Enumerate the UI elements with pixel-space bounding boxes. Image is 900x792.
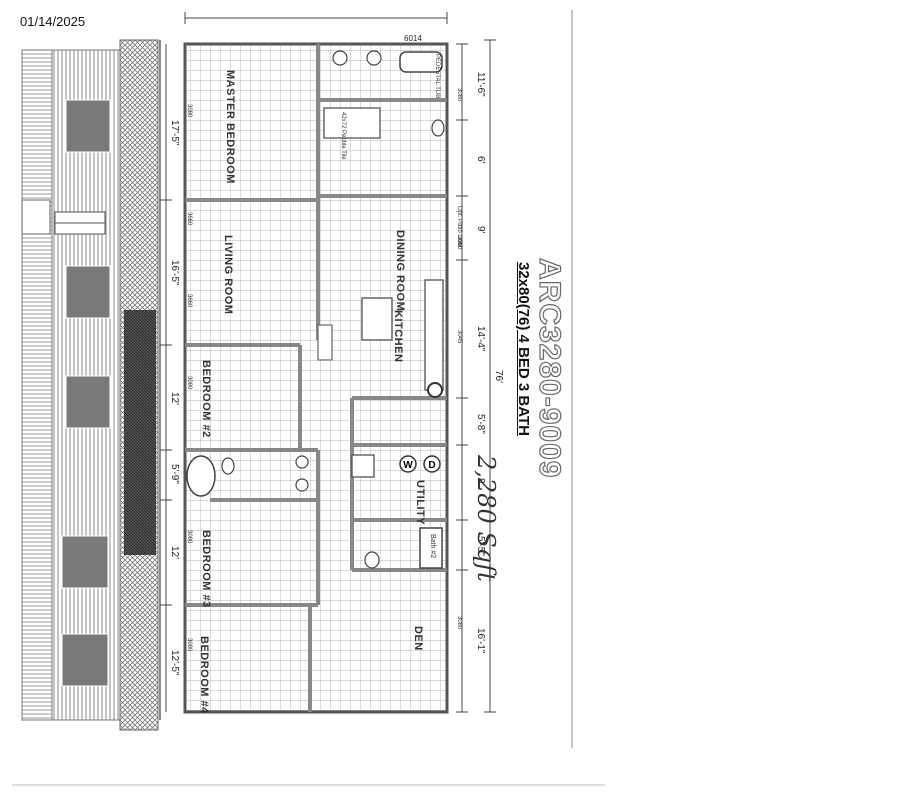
left-dim-5: 12' [169, 546, 180, 560]
room-label-living-room: LIVING ROOM [222, 235, 234, 315]
toilet-icon [221, 457, 235, 475]
right-dim-8: 16'-1" [475, 628, 486, 654]
room-label-kitchen: KITCHEN [392, 310, 404, 363]
top-window-dim: 6014 [404, 34, 422, 43]
room-label-utility: UTILITY [414, 480, 426, 526]
sink-icon [332, 50, 348, 66]
sink-icon [295, 478, 309, 492]
window-label: 3080 [186, 376, 192, 390]
right-dim-4: 14'-4" [475, 326, 486, 352]
sink-icon [295, 455, 309, 469]
overall-length-dim: 76' [493, 370, 504, 384]
window-label: 3080 [186, 638, 192, 652]
left-dim-4: 5'-9" [169, 464, 180, 484]
right-dim-3: 9' [475, 226, 486, 234]
right-dimension-lines [456, 39, 496, 713]
garden-tub-icon [186, 455, 216, 497]
dryer-label: D [428, 460, 435, 471]
window-label: 3060 [456, 236, 462, 250]
kitchen-counter [424, 279, 444, 391]
window-label: 3080 [186, 104, 192, 118]
right-dim-5: 5'-8" [475, 414, 486, 434]
elevation-steps [21, 199, 51, 235]
elevation-roof-dark [124, 310, 156, 555]
document-date: 01/14/2025 [20, 14, 86, 29]
left-dim-3: 12' [169, 392, 180, 406]
window-label: 3045 [456, 330, 462, 344]
washer-label: W [403, 460, 413, 471]
toilet-icon [431, 119, 445, 137]
shower-icon [323, 107, 381, 139]
room-label-bedroom-4: BEDROOM #4 [198, 636, 210, 714]
right-dim-1: 11'-6" [475, 72, 486, 97]
model-number: ARC3280-9009 [532, 257, 566, 479]
window-label: 3080 [456, 616, 462, 630]
room-label-bedroom-3: BEDROOM #3 [200, 530, 212, 608]
dryer-icon [423, 455, 441, 473]
pedestal-tub-label: PEDESTAL TUB [434, 54, 440, 99]
handwritten-sqft: 2,280 Sqft [472, 455, 500, 582]
room-label-bedroom-2: BEDROOM #2 [200, 360, 212, 438]
bath2-tub-icon [419, 527, 443, 569]
room-label-dining-room: DINING ROOM [394, 230, 406, 312]
range-icon [427, 382, 443, 398]
pedestal-tub-icon [399, 51, 443, 73]
model-description: 32x80(76) 4 BED 3 BATH [515, 262, 532, 436]
interior-walls [185, 44, 447, 712]
right-dim-7: 5'-5" [475, 536, 486, 556]
elevation-siding [21, 49, 53, 721]
right-dim-6: 8' [475, 478, 486, 486]
left-dim-6: 12'-5" [169, 650, 180, 676]
pantry [317, 324, 333, 361]
right-dim-2: 6' [475, 156, 486, 164]
sink-icon [366, 50, 382, 66]
window-label: 3660 [186, 212, 192, 226]
left-dim-1: 17'-5" [169, 120, 180, 146]
window-label: 3660 [186, 294, 192, 308]
window-label: 3080 [186, 530, 192, 544]
elevation-windows [61, 99, 111, 687]
washer-icon [399, 455, 417, 473]
window-label: 3080 [456, 88, 462, 102]
room-label-master-bedroom: MASTER BEDROOM [224, 70, 236, 184]
kitchen-island [361, 297, 393, 341]
toilet-icon [364, 551, 380, 569]
water-heater-icon [351, 454, 375, 478]
left-dimension-lines [160, 44, 172, 712]
pebble-tile-label: 42x72 Pebble Tile [340, 112, 346, 160]
left-dim-2: 16'-5" [169, 260, 180, 286]
room-label-den: DEN [412, 626, 424, 651]
room-label-bath-2: Bath #2 [429, 534, 436, 559]
